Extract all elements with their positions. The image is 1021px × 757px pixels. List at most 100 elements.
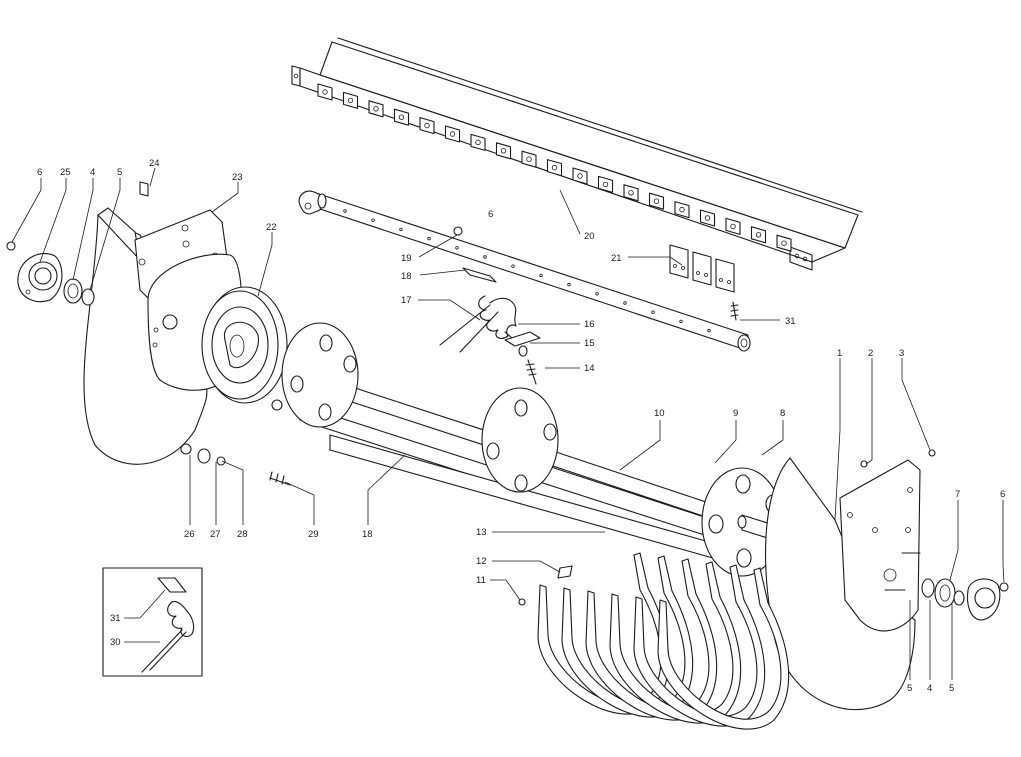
comb-tab-bolt xyxy=(398,114,405,120)
comb-tab-bolt xyxy=(679,206,685,213)
label-31: 31 xyxy=(785,316,796,327)
label-21: 21 xyxy=(611,253,622,264)
bar-hole xyxy=(595,292,599,296)
comb-tab xyxy=(419,117,435,135)
bar-hole xyxy=(707,328,711,333)
right-bearing-parts xyxy=(921,578,1009,621)
comb-tab xyxy=(546,159,563,177)
label-5: 5 xyxy=(949,683,954,694)
comb-tab-bolt xyxy=(781,240,787,246)
comb-tab-bolt xyxy=(475,139,481,146)
comb-tab-bolt xyxy=(551,164,558,171)
label-25: 25 xyxy=(60,167,71,178)
label-15: 15 xyxy=(584,338,595,349)
label-4: 4 xyxy=(90,167,95,178)
bar-hole xyxy=(427,236,431,241)
bar-hole xyxy=(539,273,543,278)
label-18: 18 xyxy=(401,271,412,282)
comb-tab-bolt xyxy=(704,215,711,221)
bar-hole xyxy=(371,218,375,222)
label-20: 20 xyxy=(584,231,595,242)
label-9: 9 xyxy=(733,408,738,419)
comb-tab xyxy=(699,209,716,227)
label-6: 6 xyxy=(488,209,493,220)
right-housing xyxy=(765,449,936,711)
label-8: 8 xyxy=(780,408,785,419)
comb-tab-bolt xyxy=(347,97,354,104)
label-5: 5 xyxy=(907,683,912,694)
rotor-assembly xyxy=(281,322,821,577)
comb-tab xyxy=(648,192,665,210)
comb-tab xyxy=(393,108,410,126)
comb-tab xyxy=(368,100,384,118)
left-housing xyxy=(83,207,243,465)
comb-tab xyxy=(572,167,588,185)
comb-tab xyxy=(750,226,767,244)
label-24: 24 xyxy=(149,158,160,169)
label-18: 18 xyxy=(362,529,373,540)
label-6: 6 xyxy=(37,167,42,178)
comb-tab xyxy=(444,125,461,143)
label-14: 14 xyxy=(584,363,595,374)
comb-tab-bolt xyxy=(322,89,328,95)
comb-tab-bolt xyxy=(602,181,609,188)
comb-tab-bolt xyxy=(449,131,456,137)
comb-tab xyxy=(317,83,333,101)
bar-hole xyxy=(483,255,487,259)
label-11: 11 xyxy=(476,575,486,586)
comb-tab-bolt xyxy=(755,232,762,238)
label-27: 27 xyxy=(210,529,221,540)
comb-tab xyxy=(623,184,639,202)
label-19: 19 xyxy=(401,253,412,264)
comb-tab xyxy=(521,150,537,168)
comb-tab xyxy=(674,201,690,219)
finger-tine xyxy=(657,567,790,730)
comb-tab-bolt xyxy=(424,122,430,129)
label-2: 2 xyxy=(868,348,873,359)
label-16: 16 xyxy=(584,319,595,330)
label-10: 10 xyxy=(654,408,665,419)
label-12: 12 xyxy=(476,556,487,567)
spring-tine xyxy=(439,226,541,385)
bar-hole xyxy=(455,246,459,250)
bar-hole xyxy=(511,264,515,268)
bar-hole xyxy=(623,301,627,305)
label-17: 17 xyxy=(401,295,412,306)
label-3: 3 xyxy=(899,348,904,359)
label-13: 13 xyxy=(476,527,487,538)
cam-track xyxy=(201,286,288,411)
left-bearing-parts xyxy=(6,181,291,486)
finger-hardware xyxy=(518,565,573,606)
comb-tab xyxy=(776,234,792,252)
leader-lines xyxy=(11,167,1005,680)
comb-tab-bolt xyxy=(500,148,507,154)
comb-bar xyxy=(291,37,863,271)
inset-box xyxy=(102,567,203,677)
comb-tab xyxy=(342,91,359,109)
bar-hole xyxy=(679,319,683,324)
comb-tab xyxy=(470,133,486,151)
comb-tab-bolt xyxy=(577,173,583,179)
label-6: 6 xyxy=(1000,489,1005,500)
label-22: 22 xyxy=(266,222,277,233)
label-1: 1 xyxy=(837,348,842,359)
bar-hole xyxy=(399,227,403,232)
callout-labels: 6 25 4 5 24 23 22 6 19 18 17 16 15 14 20… xyxy=(37,158,1005,694)
label-31: 31 xyxy=(110,613,121,624)
bar-hole xyxy=(567,282,571,287)
label-23: 23 xyxy=(232,172,243,183)
comb-tab-bolt xyxy=(730,223,736,230)
comb-tab-bolt xyxy=(628,190,634,196)
label-4: 4 xyxy=(927,683,932,694)
label-28: 28 xyxy=(237,529,248,540)
label-29: 29 xyxy=(308,529,319,540)
comb-tabs xyxy=(317,83,792,252)
label-26: 26 xyxy=(184,529,195,540)
comb-tab-bolt xyxy=(653,198,660,204)
label-7: 7 xyxy=(955,489,960,500)
comb-tab-bolt xyxy=(526,156,532,162)
comb-tab xyxy=(495,142,512,160)
bottom-fingers xyxy=(537,552,790,730)
bar-holes xyxy=(343,209,711,333)
